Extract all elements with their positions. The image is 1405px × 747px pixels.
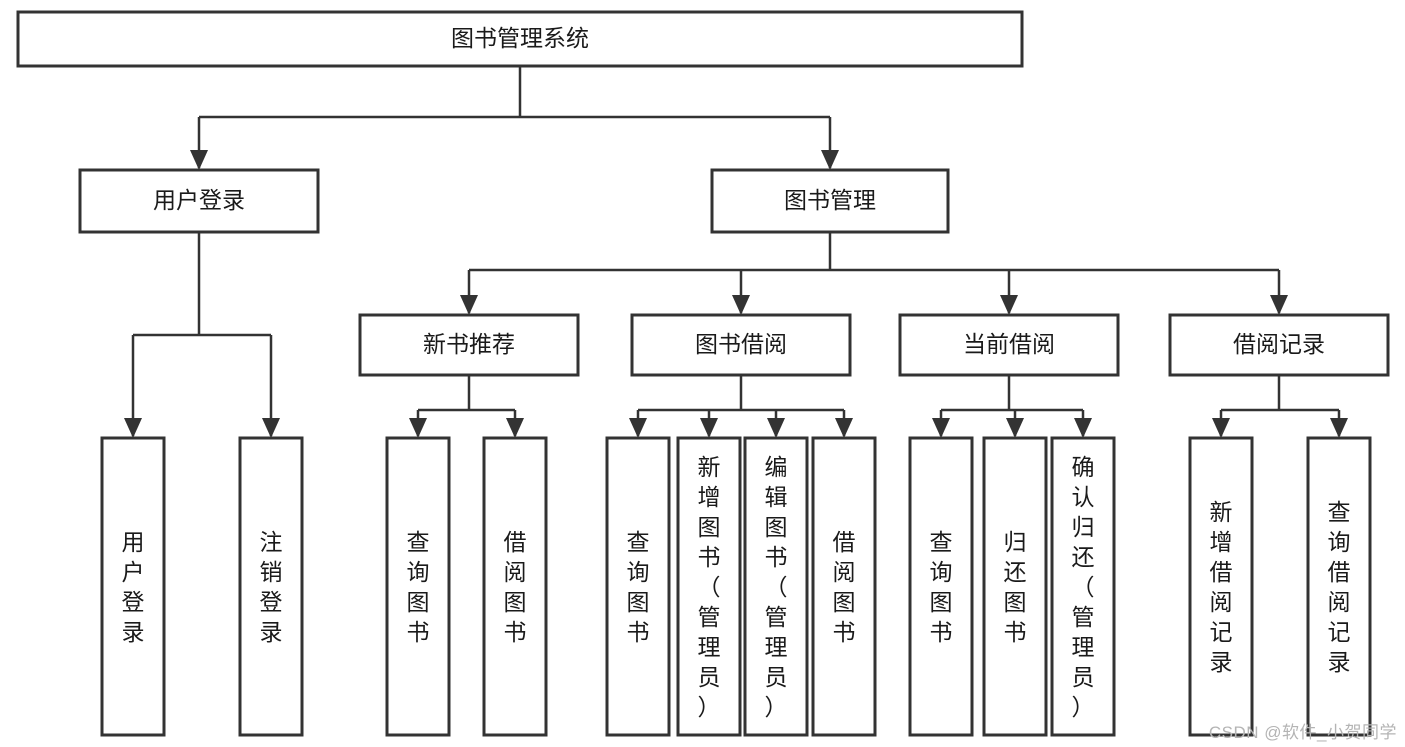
node-leaf-return-book[interactable]: 归还图书 (982, 436, 1048, 737)
node-box-leaf-borrow-book-1 (482, 436, 548, 737)
node-box-leaf-query-book-3 (908, 436, 974, 737)
node-label-user-login: 用户登录 (153, 187, 245, 213)
node-label-undefined: 图书管理系统 (451, 25, 589, 51)
arrow-to-leaf-add-record (1212, 418, 1230, 438)
node-label-leaf-confirm-return: 确认归还（管理员） (1072, 454, 1095, 720)
arrow-to-leaf-borrow-book-1 (506, 418, 524, 438)
arrow-to-leaf-query-book-2 (629, 418, 647, 438)
node-box-leaf-user-login (100, 436, 166, 737)
node-box-book-manage (710, 168, 950, 234)
arrow-to-leaf-query-book-1 (409, 418, 427, 438)
node-book-borrow[interactable]: 图书借阅 (630, 313, 852, 377)
node-label-leaf-return-book: 归还图书 (1004, 529, 1027, 645)
arrow-to-user-login (190, 150, 208, 170)
node-box-book-borrow (630, 313, 852, 377)
node-borrow-record[interactable]: 借阅记录 (1168, 313, 1390, 377)
node-label-book-manage: 图书管理 (784, 187, 876, 213)
connector-lines-layer (124, 66, 1348, 438)
node-undefined[interactable]: 图书管理系统 (16, 10, 1024, 68)
node-leaf-query-book-1[interactable]: 查询图书 (385, 436, 451, 737)
node-leaf-borrow-book-1[interactable]: 借阅图书 (482, 436, 548, 737)
node-box-current-borrow (898, 313, 1120, 377)
node-label-borrow-record: 借阅记录 (1233, 331, 1325, 357)
node-book-manage[interactable]: 图书管理 (710, 168, 950, 234)
node-box-leaf-borrow-book-2 (811, 436, 877, 737)
node-label-book-borrow: 图书借阅 (695, 331, 787, 357)
node-box-leaf-query-book-2 (605, 436, 671, 737)
arrow-to-leaf-return-book (1006, 418, 1024, 438)
node-leaf-query-book-2[interactable]: 查询图书 (605, 436, 671, 737)
node-label-leaf-edit-book: 编辑图书（管理员） (765, 454, 788, 720)
node-label-leaf-query-book-2: 查询图书 (627, 529, 650, 645)
node-label-leaf-query-record: 查询借阅记录 (1328, 499, 1351, 675)
node-label-leaf-query-book-1: 查询图书 (407, 529, 430, 645)
node-box-new-book-recommend (358, 313, 580, 377)
node-label-leaf-user-login: 用户登录 (122, 529, 145, 645)
node-label-leaf-query-book-3: 查询图书 (930, 529, 953, 645)
node-label-leaf-add-book: 新增图书（管理员） (698, 454, 721, 720)
node-leaf-borrow-book-2[interactable]: 借阅图书 (811, 436, 877, 737)
node-box-leaf-query-book-1 (385, 436, 451, 737)
node-box-leaf-add-record (1188, 436, 1254, 737)
node-user-login[interactable]: 用户登录 (78, 168, 320, 234)
node-box-borrow-record (1168, 313, 1390, 377)
node-box-leaf-return-book (982, 436, 1048, 737)
arrow-to-leaf-logout (262, 418, 280, 438)
node-box-undefined (16, 10, 1024, 68)
node-leaf-edit-book[interactable]: 编辑图书（管理员） (743, 436, 809, 737)
nodes-layer: 图书管理系统用户登录图书管理新书推荐图书借阅当前借阅借阅记录用户登录注销登录查询… (16, 10, 1390, 737)
node-label-leaf-add-record: 新增借阅记录 (1210, 499, 1233, 675)
arrow-to-new-book-recommend (460, 295, 478, 315)
arrow-to-leaf-query-record (1330, 418, 1348, 438)
csdn-watermark: CSDN @软件_小贺同学 (1208, 723, 1397, 742)
node-leaf-confirm-return[interactable]: 确认归还（管理员） (1050, 436, 1116, 737)
node-label-leaf-borrow-book-1: 借阅图书 (504, 529, 527, 645)
node-leaf-query-record[interactable]: 查询借阅记录 (1306, 436, 1372, 737)
node-box-leaf-query-record (1306, 436, 1372, 737)
node-leaf-add-record[interactable]: 新增借阅记录 (1188, 436, 1254, 737)
arrow-to-book-borrow (732, 295, 750, 315)
node-box-leaf-add-book (676, 436, 742, 737)
arrow-to-current-borrow (1000, 295, 1018, 315)
node-box-leaf-edit-book (743, 436, 809, 737)
node-leaf-user-login[interactable]: 用户登录 (100, 436, 166, 737)
arrow-to-leaf-borrow-book-2 (835, 418, 853, 438)
node-label-current-borrow: 当前借阅 (963, 331, 1055, 357)
arrow-to-leaf-edit-book (767, 418, 785, 438)
arrow-to-borrow-record (1270, 295, 1288, 315)
node-box-user-login (78, 168, 320, 234)
node-leaf-query-book-3[interactable]: 查询图书 (908, 436, 974, 737)
arrow-to-leaf-query-book-3 (932, 418, 950, 438)
node-leaf-logout[interactable]: 注销登录 (238, 436, 304, 737)
node-leaf-add-book[interactable]: 新增图书（管理员） (676, 436, 742, 737)
node-label-new-book-recommend: 新书推荐 (423, 331, 515, 357)
node-new-book-recommend[interactable]: 新书推荐 (358, 313, 580, 377)
node-label-leaf-borrow-book-2: 借阅图书 (833, 529, 856, 645)
arrow-to-leaf-user-login (124, 418, 142, 438)
node-box-leaf-logout (238, 436, 304, 737)
node-current-borrow[interactable]: 当前借阅 (898, 313, 1120, 377)
arrow-to-leaf-confirm-return (1074, 418, 1092, 438)
arrow-to-leaf-add-book (700, 418, 718, 438)
node-label-leaf-logout: 注销登录 (260, 529, 283, 645)
node-box-leaf-confirm-return (1050, 436, 1116, 737)
arrow-to-book-manage (821, 150, 839, 170)
